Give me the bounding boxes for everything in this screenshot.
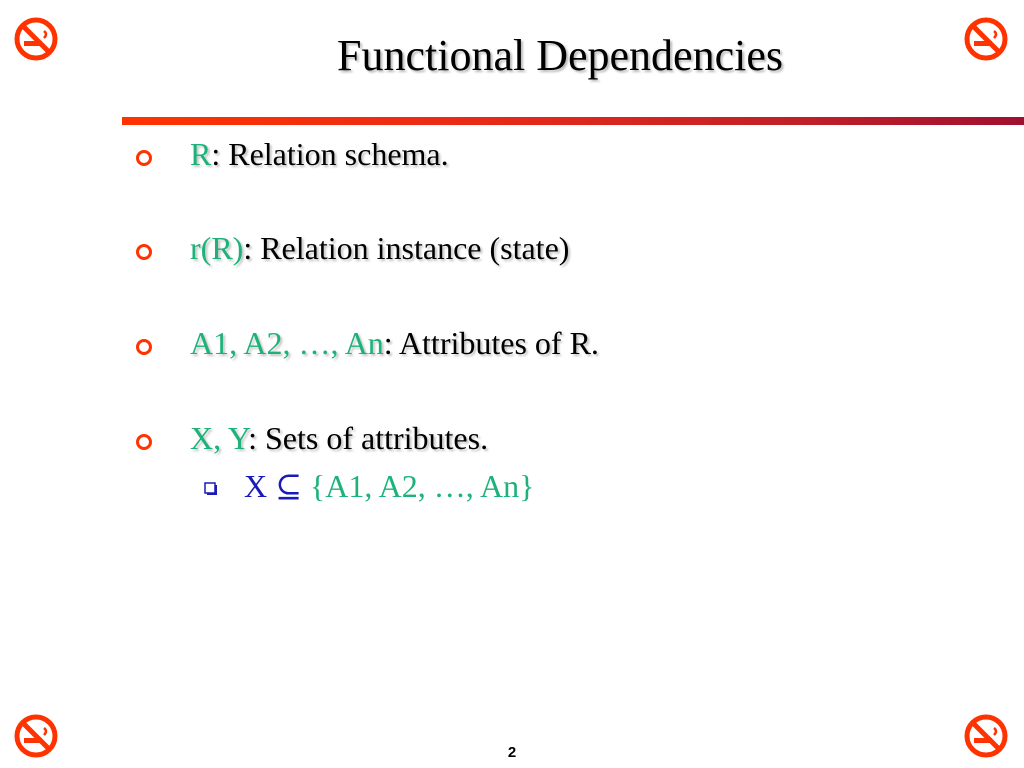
bullet-item: X, Y: Sets of attributes. — [190, 420, 488, 457]
circle-bullet-icon — [135, 149, 153, 167]
subset-symbol: ⊆ — [275, 468, 302, 504]
no-smoking-icon — [14, 714, 58, 758]
sub-bullet-item: X ⊆ {A1, A2, …, An} — [244, 467, 534, 505]
subset-right: {A1, A2, …, An} — [301, 468, 535, 504]
bullet-text: : Sets of attributes. — [248, 420, 489, 456]
no-smoking-icon — [14, 17, 58, 61]
bullet-term: X, Y — [190, 420, 249, 456]
bullet-text: : Attributes of R. — [383, 325, 599, 361]
circle-bullet-icon — [135, 433, 153, 451]
bullet-item: A1, A2, …, An: Attributes of R. — [190, 325, 599, 362]
page-number: 2 — [507, 744, 517, 761]
square-bullet-icon — [204, 482, 217, 495]
no-smoking-icon — [964, 714, 1008, 758]
circle-bullet-icon — [135, 243, 153, 261]
slide-title: Functional Dependencies — [337, 31, 783, 80]
bullet-term: r(R) — [190, 230, 244, 266]
bullet-item: r(R): Relation instance (state) — [190, 230, 569, 267]
subset-left: X — [244, 468, 276, 504]
no-smoking-icon — [964, 17, 1008, 61]
bullet-text: : Relation instance (state) — [243, 230, 570, 266]
bullet-item: R: Relation schema. — [190, 136, 449, 173]
bullet-term: A1, A2, …, An — [190, 325, 384, 361]
circle-bullet-icon — [135, 338, 153, 356]
bullet-term: R — [190, 136, 212, 172]
title-divider — [122, 117, 1024, 125]
bullet-text: : Relation schema. — [211, 136, 449, 172]
